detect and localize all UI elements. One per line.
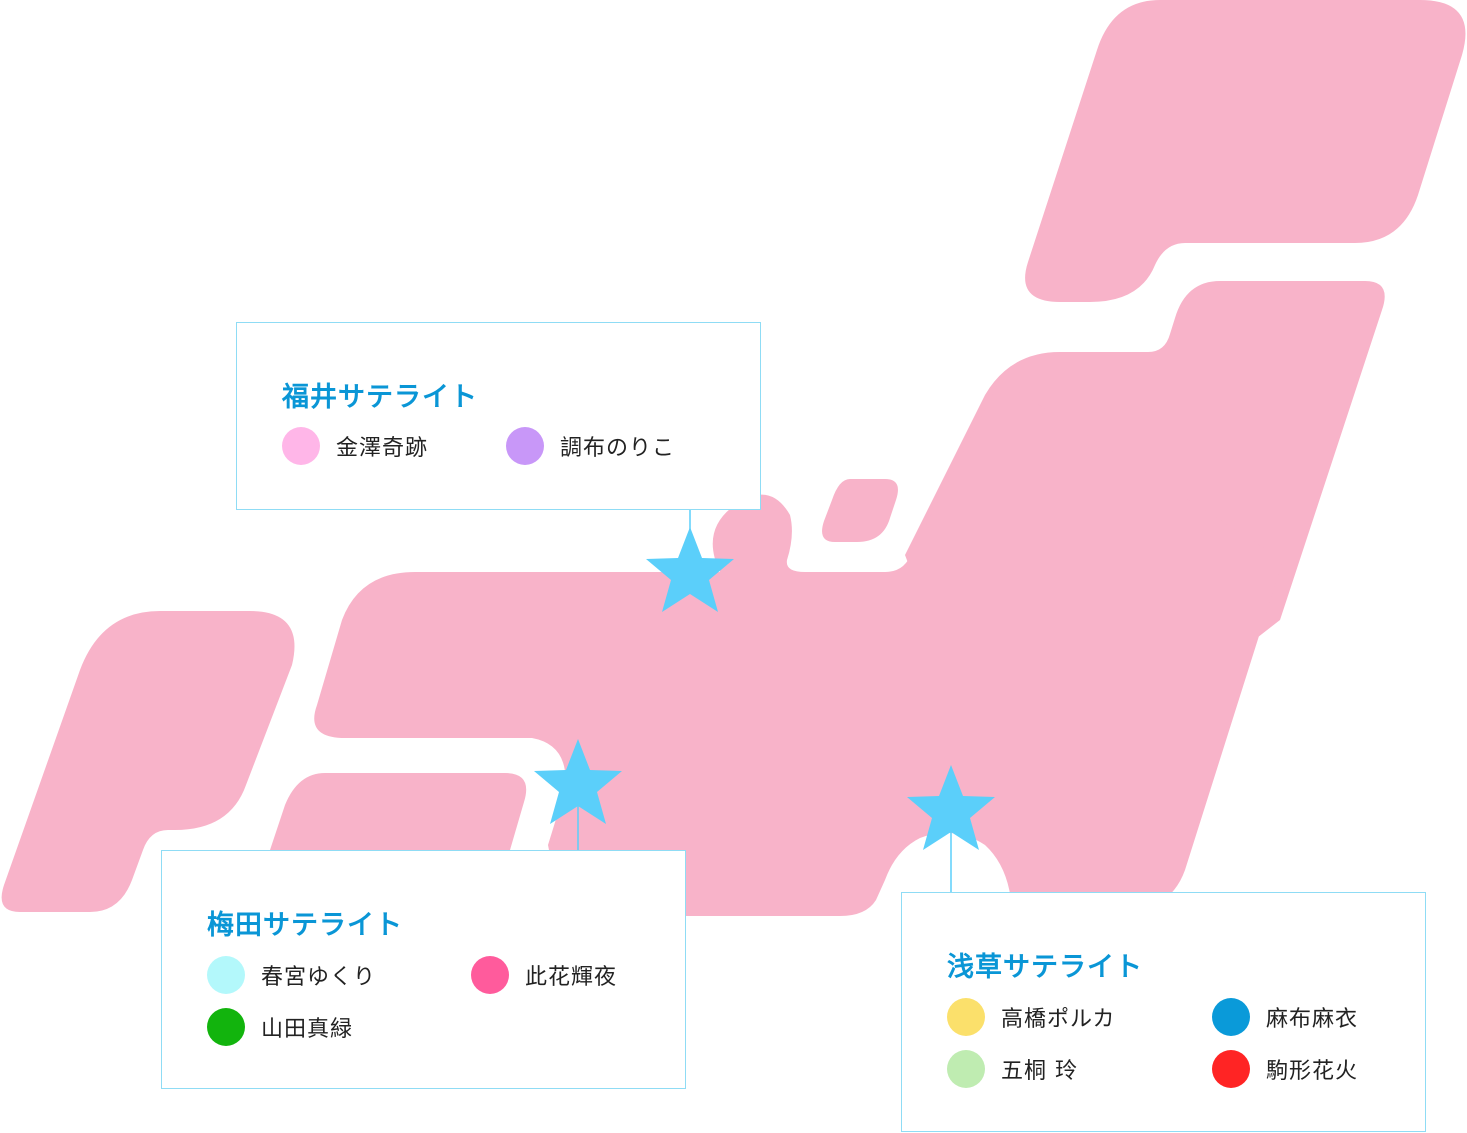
star-icon[interactable] <box>907 765 995 850</box>
member-color-dot <box>947 1050 985 1088</box>
satellite-title: 梅田サテライト <box>207 910 403 941</box>
member-item[interactable]: 駒形花火 <box>1212 1050 1358 1088</box>
member-color-dot <box>207 956 245 994</box>
member-color-dot <box>947 998 985 1036</box>
island-shikoku <box>270 773 527 850</box>
member-color-dot <box>1212 998 1250 1036</box>
satellite-card-asakusa: 浅草サテライト 高橋ポルカ 麻布麻衣 五桐 玲 駒形花火 <box>901 892 1426 1132</box>
member-item[interactable]: 春宮ゆくり <box>207 956 376 994</box>
member-item[interactable]: 五桐 玲 <box>947 1050 1078 1088</box>
member-color-dot <box>471 956 509 994</box>
satellite-title: 福井サテライト <box>282 382 478 413</box>
member-name: 金澤奇跡 <box>336 436 429 461</box>
member-name: 山田真緑 <box>261 1017 354 1042</box>
member-item[interactable]: 金澤奇跡 <box>282 427 428 465</box>
member-item[interactable]: 高橋ポルカ <box>947 998 1115 1036</box>
member-item[interactable]: 山田真緑 <box>207 1008 353 1046</box>
member-color-dot <box>207 1008 245 1046</box>
star-icon[interactable] <box>646 527 734 612</box>
member-name: 高橋ポルカ <box>1001 1007 1116 1032</box>
member-name: 麻布麻衣 <box>1266 1007 1359 1032</box>
satellite-card-umeda: 梅田サテライト 春宮ゆくり 此花輝夜 山田真緑 <box>161 850 686 1089</box>
island-honshu-main <box>314 380 1283 916</box>
star-icon[interactable] <box>534 739 622 824</box>
member-name: 駒形花火 <box>1266 1059 1359 1084</box>
island-sado <box>822 479 898 542</box>
member-name: 春宮ゆくり <box>261 965 377 990</box>
island-kyushu <box>1 611 295 912</box>
member-name: 調布のりこ <box>560 436 676 461</box>
member-name: 此花輝夜 <box>525 965 618 990</box>
member-color-dot <box>506 427 544 465</box>
member-item[interactable]: 麻布麻衣 <box>1212 998 1358 1036</box>
satellite-card-fukui: 福井サテライト 金澤奇跡 調布のりこ <box>236 322 761 510</box>
member-name: 五桐 玲 <box>1001 1059 1078 1084</box>
member-color-dot <box>282 427 320 465</box>
member-item[interactable]: 此花輝夜 <box>471 956 617 994</box>
island-hokkaido <box>1025 0 1466 302</box>
satellite-title: 浅草サテライト <box>947 952 1143 983</box>
member-item[interactable]: 調布のりこ <box>506 427 675 465</box>
member-color-dot <box>1212 1050 1250 1088</box>
